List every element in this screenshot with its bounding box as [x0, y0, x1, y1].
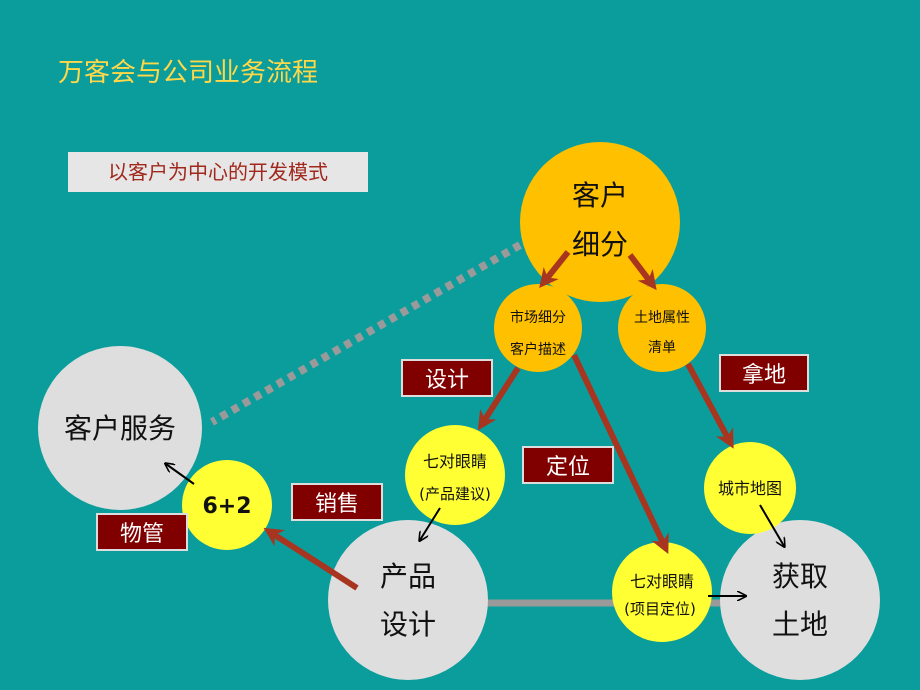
- label-seven-eyes-product-1: 七对眼睛: [423, 452, 487, 471]
- arrow-segment-to-land: [627, 253, 657, 291]
- label-city-map: 城市地图: [718, 479, 782, 498]
- label-customer-segment-1: 客户: [572, 179, 628, 212]
- arrow-market-to-positioning: [571, 353, 669, 554]
- label-seven-eyes-product-2: (产品建议): [419, 485, 491, 503]
- arrow-market-to-product-advice: [477, 366, 521, 431]
- arrow-design-to-six-plus-two: [263, 527, 359, 591]
- node-acquire-land: [720, 520, 880, 680]
- label-product-design-2: 设计: [380, 608, 436, 641]
- arrow-advice-to-design: [420, 507, 441, 540]
- tag-positioning-box: [522, 446, 614, 484]
- node-city-map: [704, 442, 796, 534]
- label-six-plus-two: 6+2: [202, 494, 251, 519]
- tag-design-box: [401, 359, 493, 397]
- node-seven-eyes-project: [612, 542, 712, 642]
- node-market-segment: [494, 284, 582, 372]
- node-seven-eyes-product: [405, 425, 505, 525]
- node-six-plus-two: [182, 460, 272, 550]
- tag-property-mgmt: 物管: [120, 522, 164, 547]
- node-customer-service: [38, 346, 202, 510]
- arrow-six-plus-two-to-service: [166, 464, 195, 485]
- label-acquire-land-1: 获取: [772, 560, 828, 593]
- label-product-design-1: 产品: [380, 560, 436, 593]
- label-seven-eyes-project-2: (项目定位): [624, 600, 696, 618]
- node-land-attributes: [618, 284, 706, 372]
- label-land-attributes-1: 土地属性: [634, 310, 690, 326]
- tag-sales-box: [291, 483, 383, 521]
- label-customer-segment-2: 细分: [572, 228, 628, 261]
- tag-land-taking-box: [719, 354, 809, 392]
- label-market-segment-1: 市场细分: [510, 309, 566, 326]
- label-market-segment-2: 客户描述: [510, 341, 566, 358]
- node-product-design: [328, 520, 488, 680]
- tag-design: 设计: [425, 368, 469, 393]
- tag-property-mgmt-box: [96, 513, 188, 551]
- label-acquire-land-2: 土地: [772, 608, 828, 641]
- tag-positioning: 定位: [546, 455, 590, 480]
- arrow-segment-to-market: [539, 250, 571, 288]
- tag-sales: 销售: [315, 492, 359, 517]
- label-seven-eyes-project-1: 七对眼睛: [630, 572, 694, 591]
- label-land-attributes-2: 清单: [648, 340, 676, 356]
- arrow-city-map-to-land: [759, 504, 784, 546]
- tag-land-taking: 拿地: [742, 362, 786, 388]
- arrow-land-to-city-map: [685, 362, 734, 449]
- label-customer-service: 客户服务: [64, 412, 176, 445]
- slide-title: 万客会与公司业务流程: [58, 58, 319, 88]
- mode-label-box: 以客户为中心的开发模式: [68, 152, 368, 192]
